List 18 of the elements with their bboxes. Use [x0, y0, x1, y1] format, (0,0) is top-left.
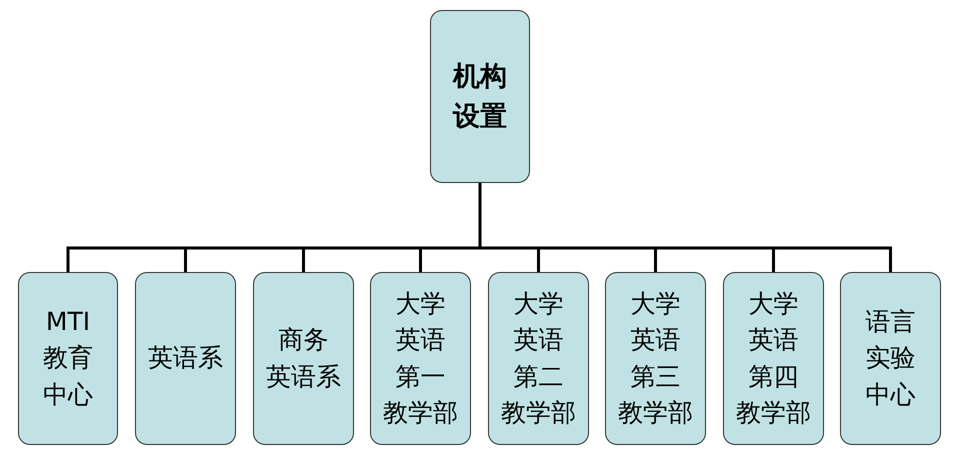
- org-unit-box: [18, 272, 118, 445]
- unit-name: 大学英语第一教学部: [383, 288, 458, 429]
- unit-name: 大学英语第二教学部: [501, 288, 576, 429]
- unit-name: 大学英语第三教学部: [618, 288, 693, 429]
- unit-name: 语言实验中心: [866, 306, 916, 411]
- org-unit-box: [840, 272, 941, 445]
- org-unit-box: [135, 272, 236, 445]
- unit-name: 机构设置: [453, 60, 507, 134]
- org-unit-box: [253, 272, 354, 445]
- unit-name: 商务英语系: [266, 324, 341, 392]
- org-unit-box: [370, 272, 471, 445]
- unit-name: 大学英语第四教学部: [736, 288, 811, 429]
- unit-name: 英语系: [148, 342, 223, 374]
- unit-name: MTI教育中心: [43, 306, 93, 411]
- org-unit-box: [430, 10, 530, 183]
- org-unit-box: [723, 272, 824, 445]
- org-unit-box: [488, 272, 589, 445]
- org-unit-box: [605, 272, 706, 445]
